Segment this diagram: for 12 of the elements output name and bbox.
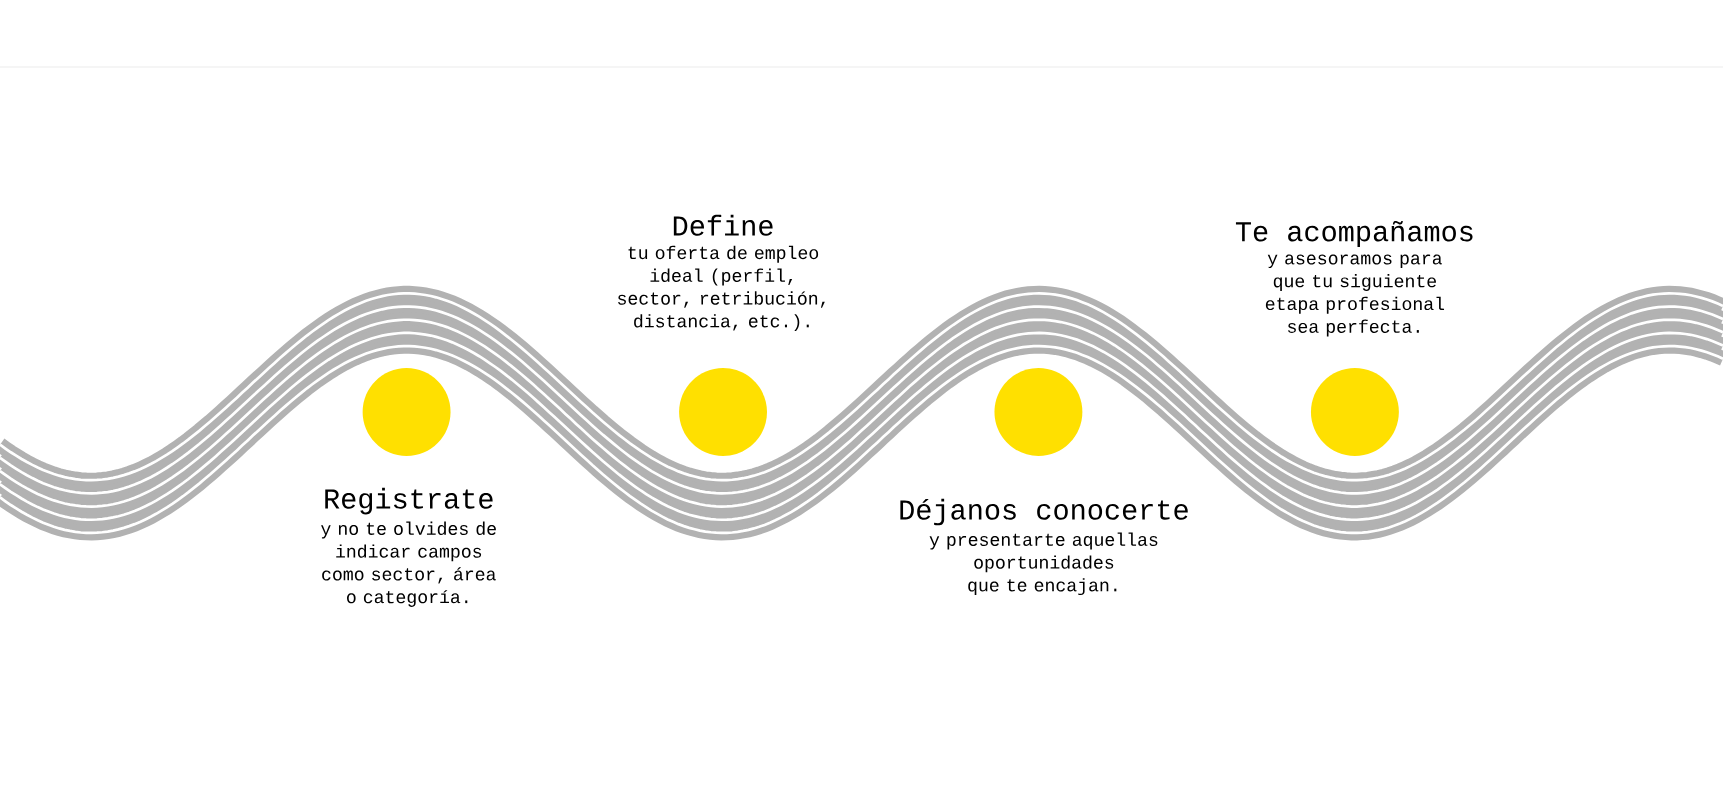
step-description: tu oferta de empleo ideal (perfil, sector, retribución, distancia, etc.). (618, 245, 825, 331)
step-title: Define (673, 214, 773, 236)
step-circle (679, 367, 767, 456)
step-description: y no te olvides de indicar campos como sector, área o categoría. (321, 521, 496, 607)
step-description: y presentarte aquellas oportunidades que te encajan. (929, 532, 1158, 595)
step-description: y asesoramos para que tu siguiente etapa profesional sea perfecta. (1265, 254, 1444, 337)
step-title: Déjanos conocerte (900, 498, 1188, 526)
step-title: Registrate (325, 487, 493, 515)
step-circle (362, 367, 451, 456)
step-circle (1310, 367, 1399, 456)
step-title: Te acompañamos (1235, 220, 1473, 247)
step-circle (994, 367, 1083, 456)
